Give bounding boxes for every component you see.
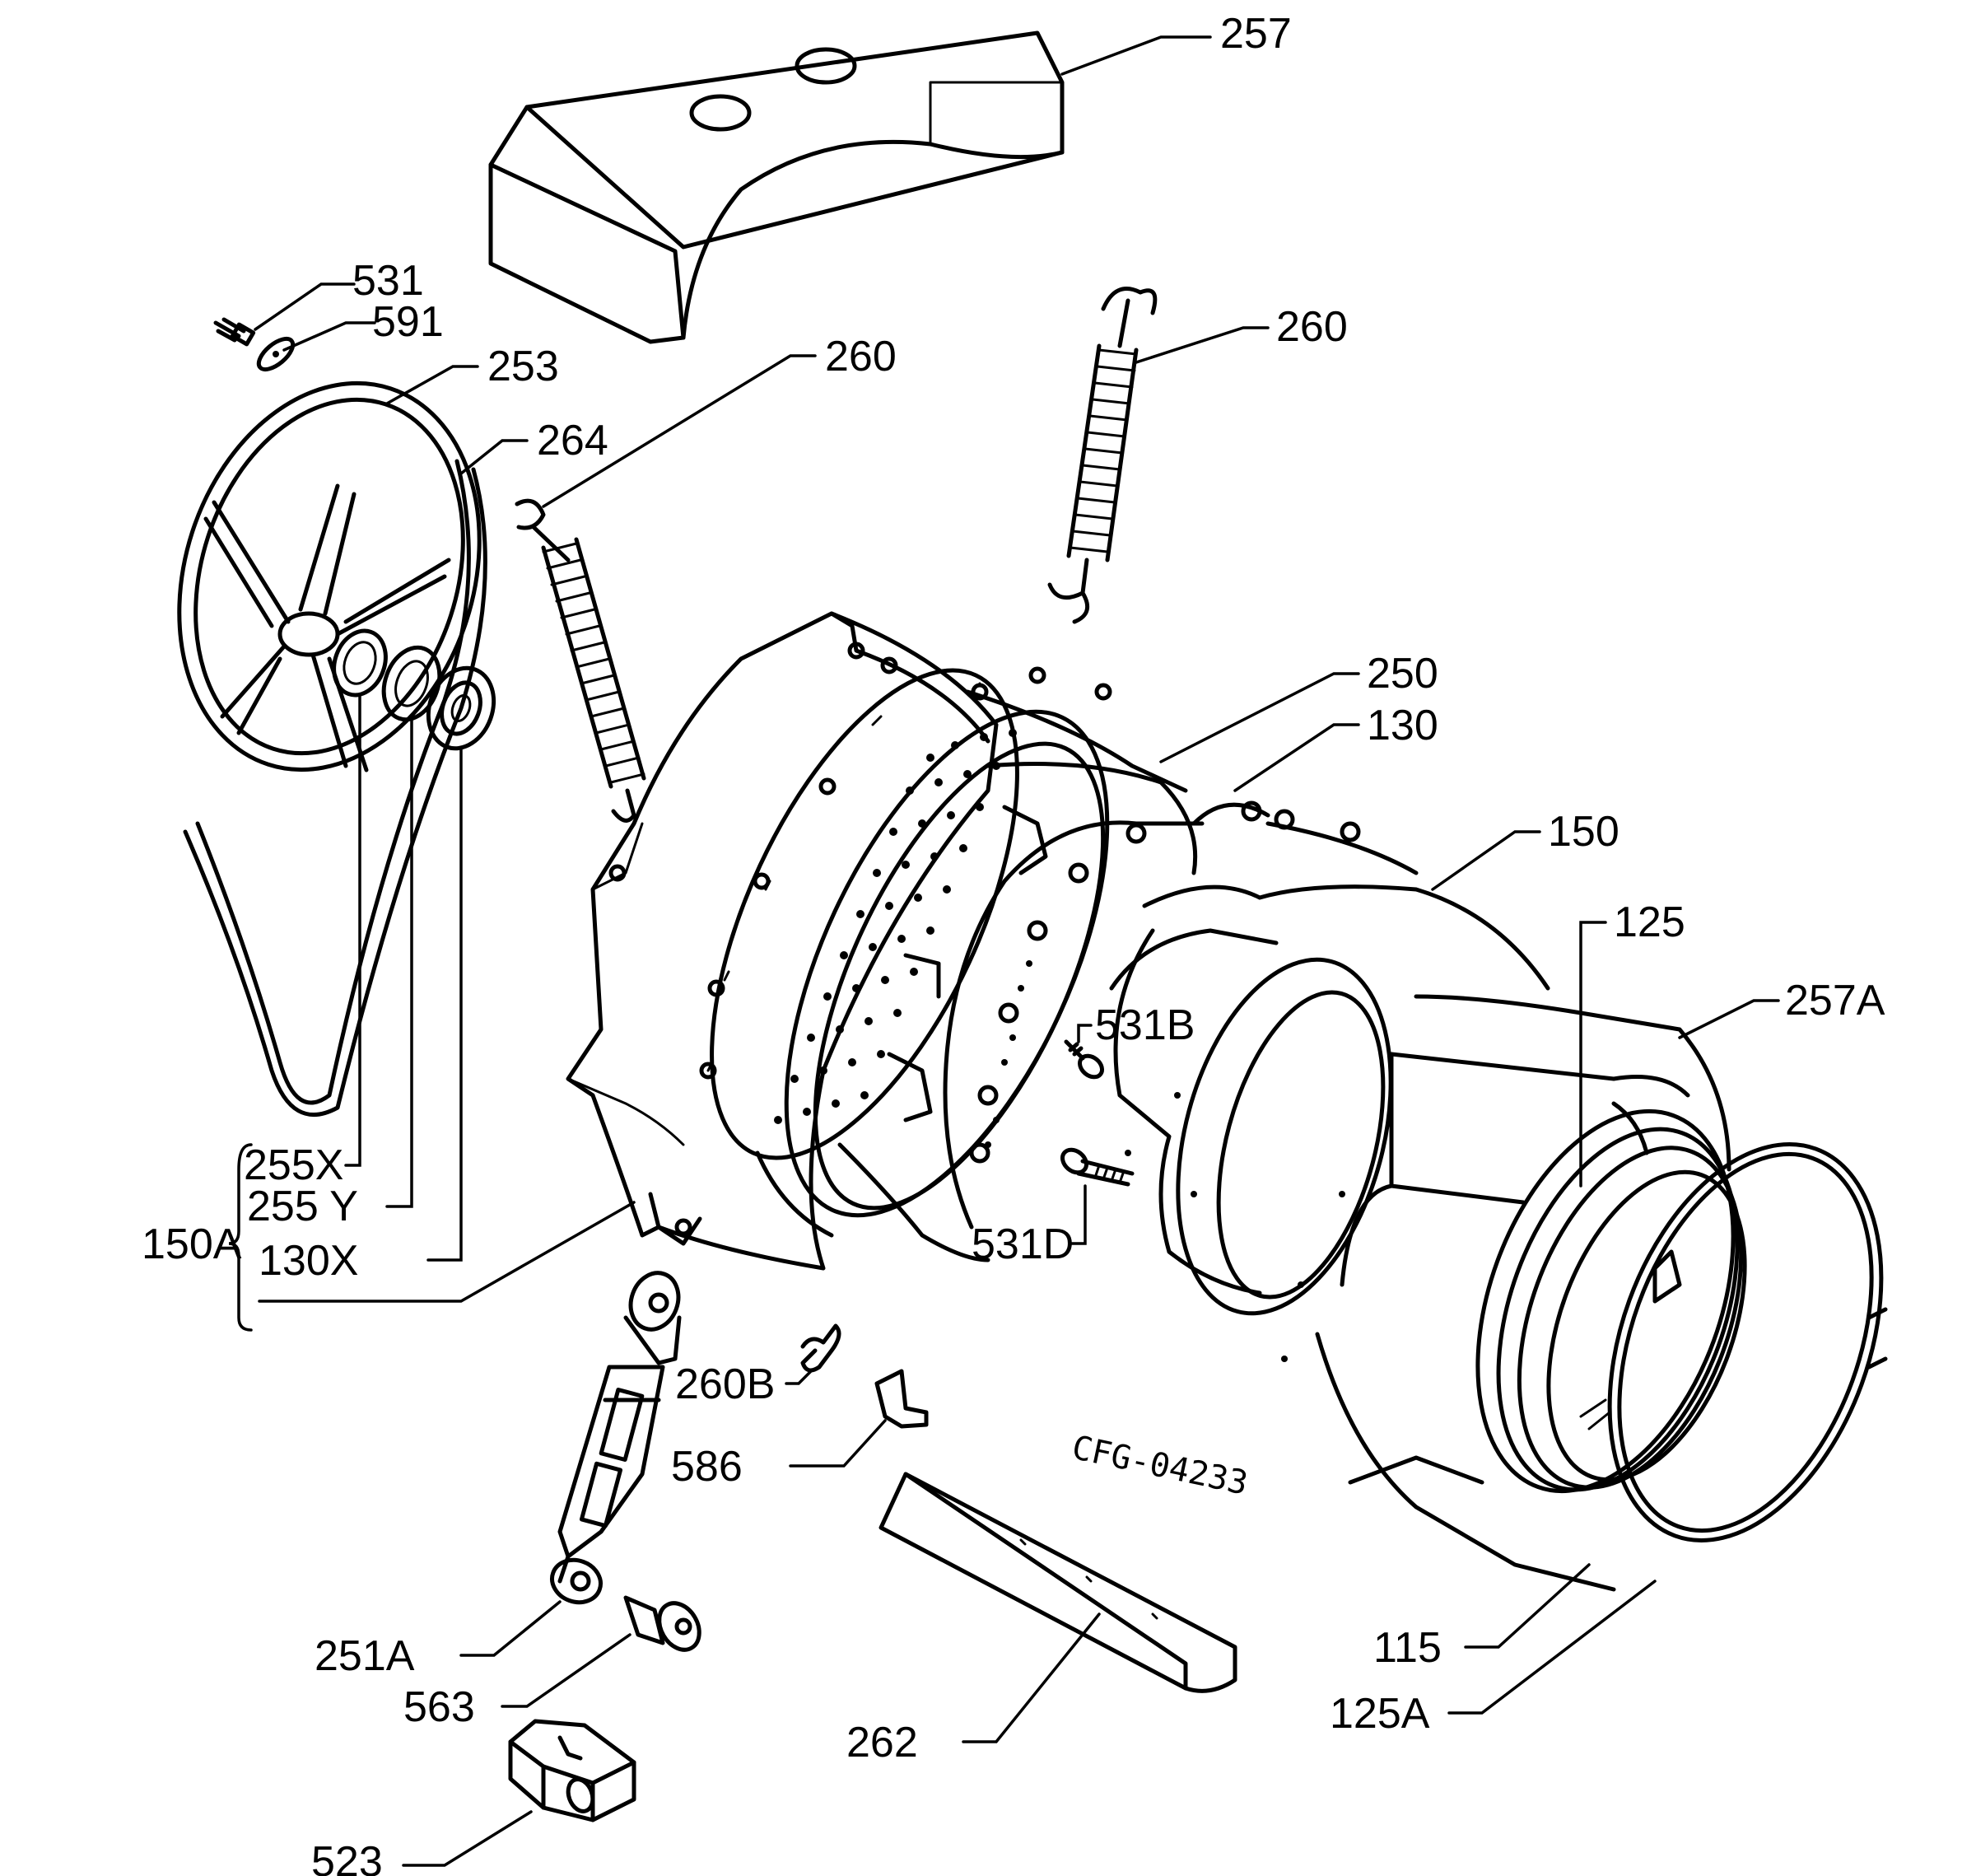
bolt-531: [213, 317, 256, 347]
label-257: 257: [1220, 10, 1292, 58]
label-523: 523: [311, 1838, 383, 1876]
label-125: 125: [1614, 898, 1685, 946]
tub-front-half-150: [943, 800, 1550, 1316]
spring-260-right: [1047, 287, 1158, 624]
label-255X: 255X: [244, 1141, 343, 1189]
label-591: 591: [372, 298, 444, 346]
door-seal-125: [1475, 1108, 1747, 1494]
label-257A: 257A: [1785, 977, 1885, 1024]
shoulder-bolt-563: [623, 1595, 701, 1652]
tub-rear-half: [566, 611, 999, 1271]
label-253: 253: [487, 343, 559, 390]
clip-260B: [800, 1323, 841, 1373]
label-260-left: 260: [825, 333, 897, 380]
bolt-531D: [1060, 1147, 1135, 1187]
label-130X: 130X: [259, 1237, 358, 1285]
label-262: 262: [846, 1719, 918, 1766]
label-150A: 150A: [142, 1220, 242, 1268]
drum-perforations: [774, 729, 1017, 1124]
pulley-253: [177, 380, 482, 772]
drawing-code: CFG-04233: [1069, 1429, 1251, 1503]
bearing-130X: [426, 665, 496, 751]
label-255Y: 255 Y: [247, 1183, 358, 1230]
shock-absorber-251A: [550, 1271, 682, 1605]
front-counterweight-257A: [1281, 994, 1731, 1592]
counterweight-257: [488, 30, 1065, 344]
label-264: 264: [537, 417, 608, 464]
label-531D: 531D: [972, 1220, 1074, 1268]
label-250: 250: [1367, 650, 1438, 698]
washer-591: [256, 336, 296, 372]
block-523: [508, 1719, 636, 1822]
drum-250: [699, 642, 1188, 1238]
bolt-531B: [1064, 1039, 1104, 1080]
label-260-right: 260: [1276, 303, 1348, 351]
label-125A: 125A: [1330, 1690, 1430, 1738]
label-130: 130: [1367, 702, 1438, 749]
seal-255X: [332, 628, 388, 698]
label-586: 586: [671, 1443, 743, 1491]
bracket-586: [874, 1369, 929, 1429]
bearing-255Y: [381, 645, 442, 722]
clamp-ring-125A: [1607, 1142, 1888, 1542]
part-labels: 257 531 591 253 264 260 260 250 130 150 …: [142, 10, 1885, 1876]
label-115: 115: [1373, 1624, 1442, 1672]
drum-inner-130: [784, 709, 1198, 1262]
label-150: 150: [1548, 808, 1619, 856]
rim-bolts: [699, 642, 1112, 1080]
lifter-262: [878, 1472, 1237, 1693]
label-251A: 251A: [315, 1632, 415, 1680]
spring-260-left: [515, 498, 646, 823]
label-260B: 260B: [675, 1360, 775, 1408]
label-531: 531: [352, 257, 424, 305]
label-563: 563: [403, 1683, 475, 1731]
label-531B: 531B: [1095, 1001, 1195, 1049]
leader-lines: [228, 35, 1780, 1867]
